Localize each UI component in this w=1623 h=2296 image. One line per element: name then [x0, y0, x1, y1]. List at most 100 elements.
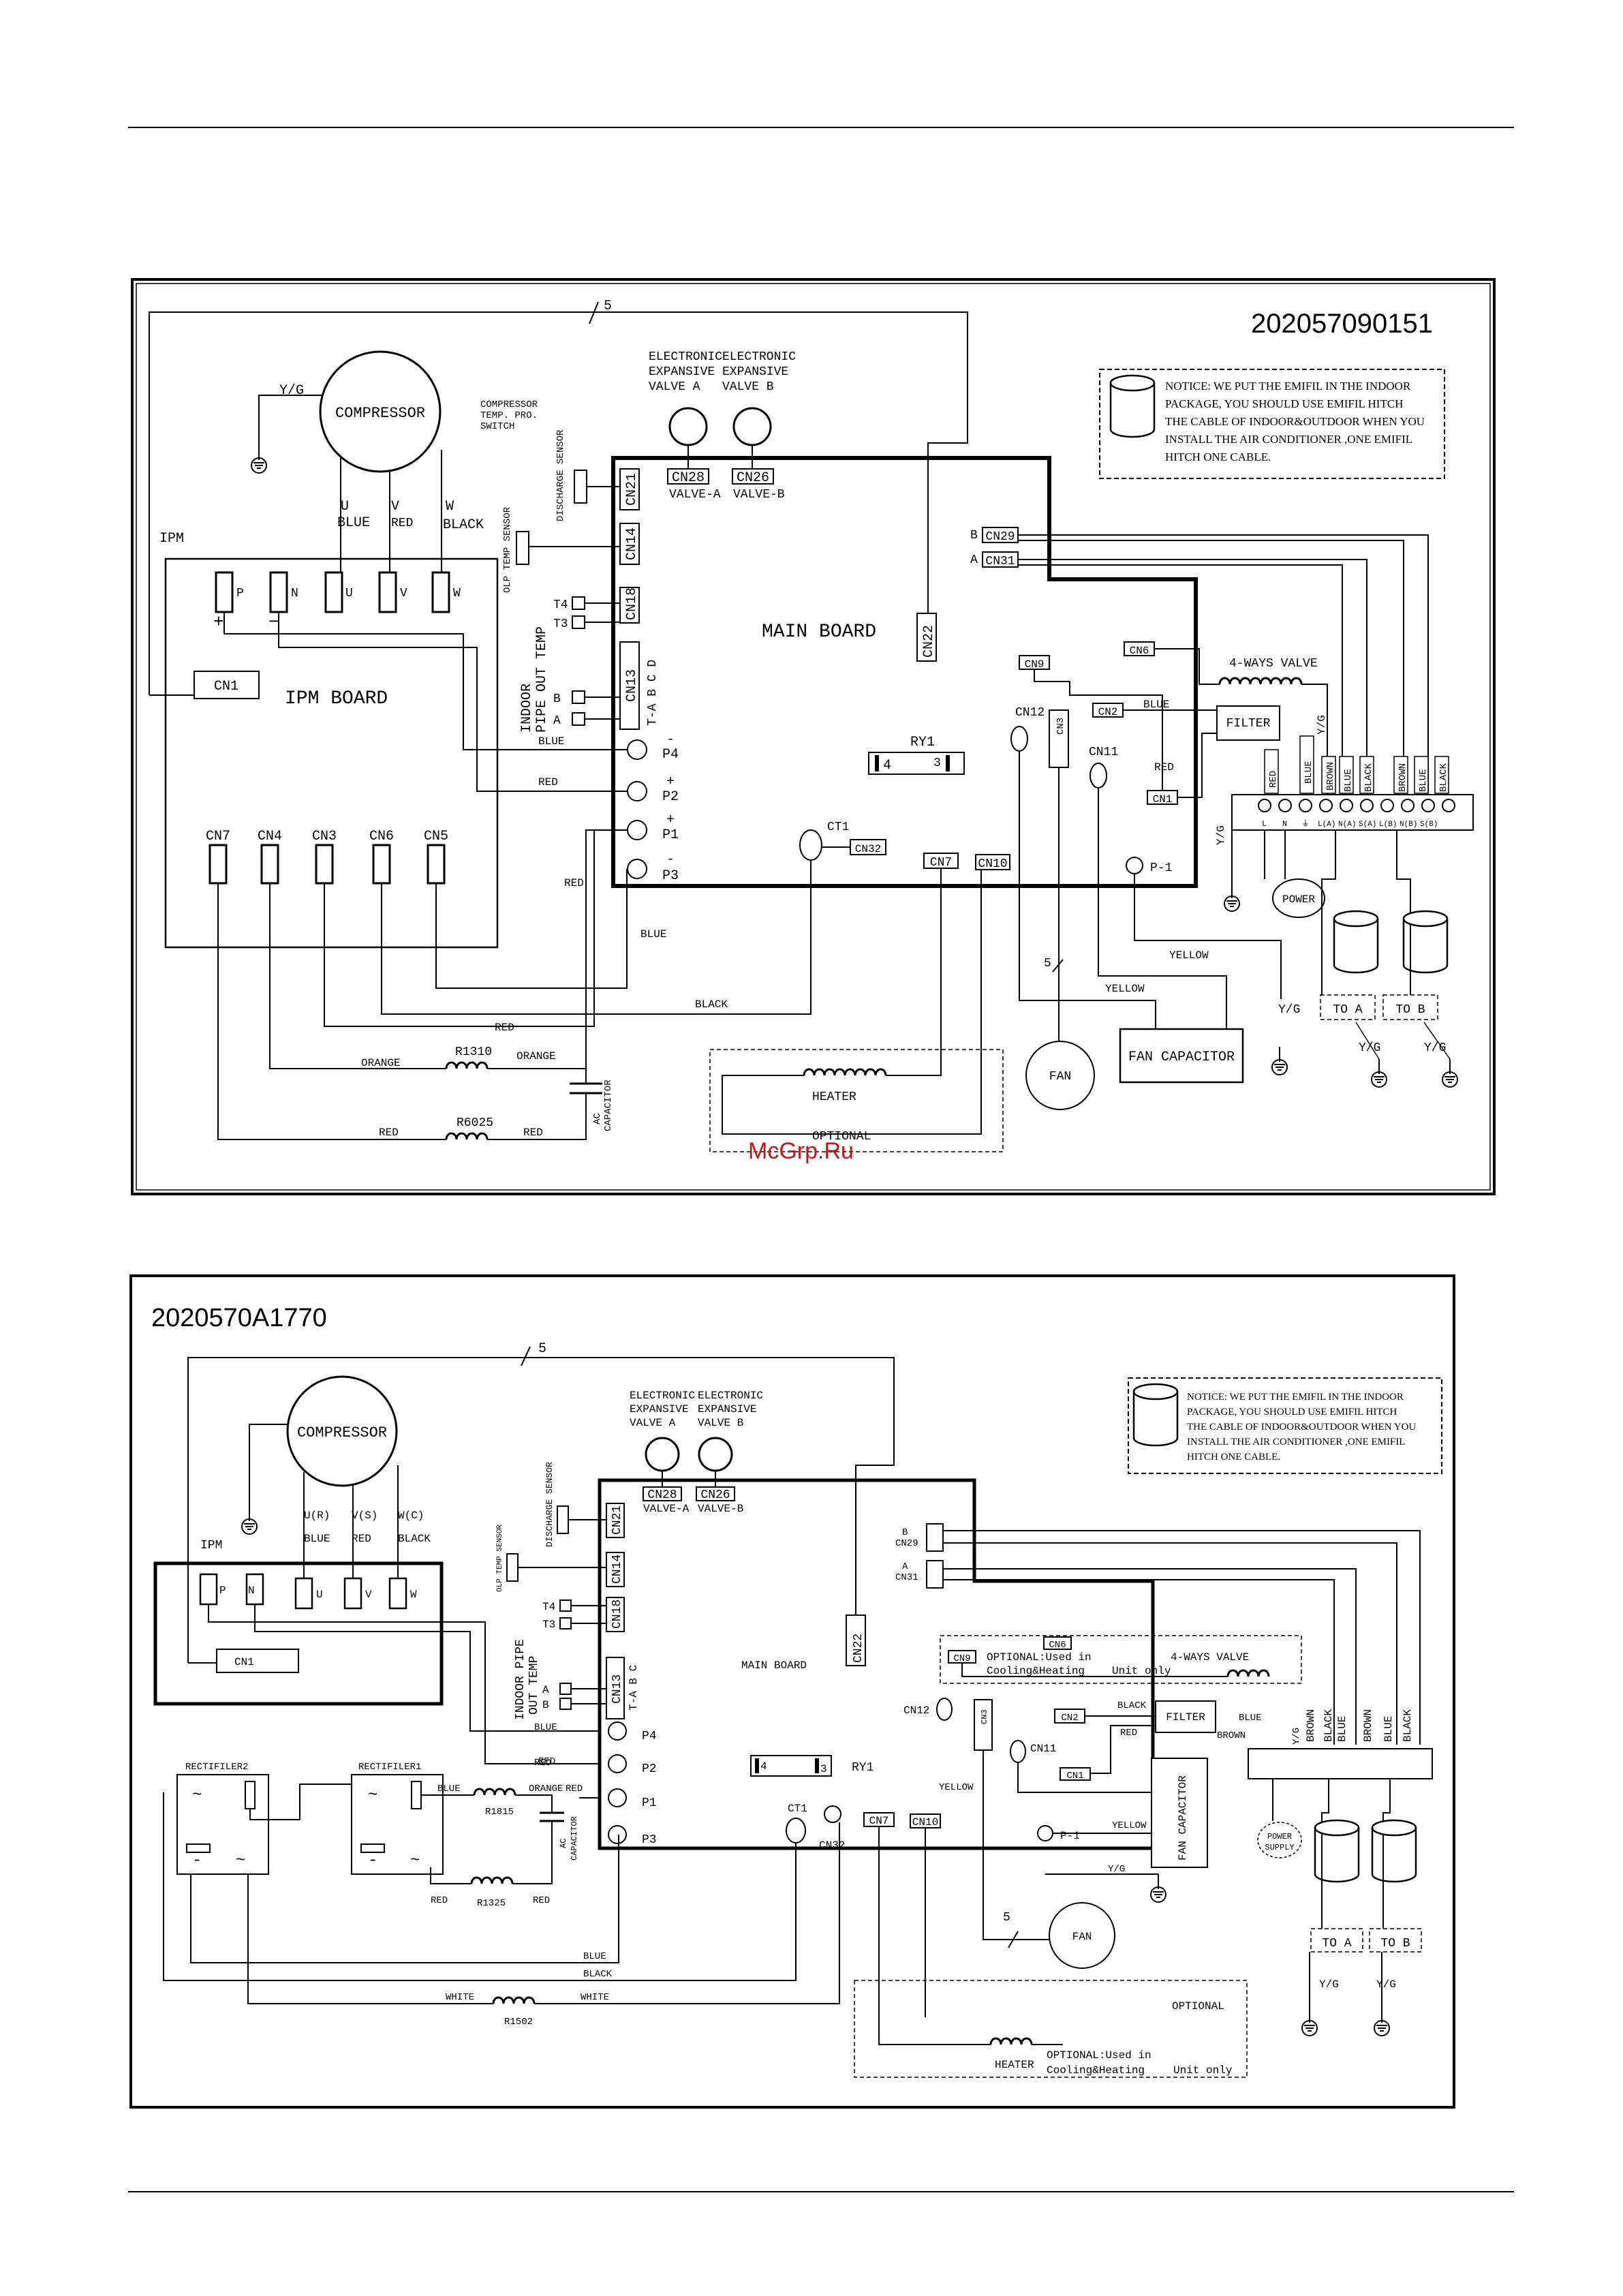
svg-text:VALVE-A: VALVE-A [669, 488, 721, 502]
ipm-label: IPM [159, 531, 184, 547]
fan [1025, 1041, 1095, 1110]
svg-text:RED: RED [533, 1895, 550, 1906]
svg-text:RECTIFILER2: RECTIFILER2 [185, 1762, 248, 1773]
svg-text:P2: P2 [642, 1762, 657, 1776]
compressor [286, 1375, 398, 1487]
svg-text:T4: T4 [553, 598, 568, 612]
svg-text:RED: RED [379, 1127, 399, 1139]
svg-text:BLUE: BLUE [304, 1533, 330, 1545]
svg-text:CN26: CN26 [700, 1488, 730, 1502]
svg-text:Unit only: Unit only [1112, 1665, 1171, 1677]
v-color: RED [391, 517, 413, 530]
svg-text:CN1: CN1 [1066, 1771, 1083, 1781]
svg-text:L(A): L(A) [1318, 821, 1335, 829]
svg-text:R1310: R1310 [455, 1045, 492, 1059]
svg-text:BLUE: BLUE [1382, 1716, 1395, 1742]
svg-text:4: 4 [883, 758, 891, 774]
svg-text:CN6: CN6 [369, 829, 394, 844]
svg-text:T3: T3 [542, 1619, 555, 1631]
svg-text:+: + [666, 774, 675, 790]
diagram-1-frame [131, 278, 1496, 1195]
svg-text:~: ~ [192, 1786, 202, 1805]
svg-text:CN2: CN2 [1061, 1713, 1078, 1724]
svg-text:CN3: CN3 [980, 1709, 989, 1724]
w-color: BLACK [443, 517, 484, 533]
svg-text:V(S): V(S) [352, 1510, 377, 1522]
svg-text:Y/G: Y/G [1424, 1041, 1446, 1055]
svg-text:RY1: RY1 [910, 735, 935, 750]
svg-text:CN3: CN3 [1055, 718, 1066, 735]
svg-text:P4: P4 [642, 1730, 657, 1743]
ipm-cn1 [194, 671, 260, 699]
svg-text:BLACK: BLACK [1402, 1709, 1414, 1742]
svg-text:CN6: CN6 [1130, 645, 1149, 657]
diagram-2: 2020570A1770 5 COMPRESSOR U(R) BLUE V(S)… [129, 1274, 1455, 2109]
svg-text:B: B [553, 692, 561, 706]
svg-text:RED: RED [538, 1756, 555, 1767]
svg-text:BLUE: BLUE [1343, 769, 1354, 792]
svg-text:N: N [291, 587, 298, 600]
diagram-1: 202057090151 5 COMPRESSOR COMPRESSOR TEM… [131, 278, 1496, 1195]
svg-text:R1815: R1815 [485, 1807, 514, 1818]
svg-text:CN9: CN9 [1025, 658, 1045, 671]
svg-text:Y/G: Y/G [1319, 1978, 1339, 1991]
svg-text:TO B: TO B [1395, 1003, 1425, 1017]
power-supply [1257, 1822, 1302, 1858]
svg-text:RED: RED [1268, 771, 1279, 788]
svg-text:V: V [400, 587, 407, 600]
svg-text:CN1: CN1 [214, 679, 238, 694]
svg-text:T-A B C D: T-A B C D [646, 660, 660, 726]
svg-text:W(C): W(C) [398, 1510, 424, 1522]
svg-text:OPTIONAL: OPTIONAL [812, 1130, 871, 1144]
svg-text:POWER: POWER [1267, 1832, 1292, 1841]
u-color: BLUE [337, 515, 370, 531]
svg-text:U: U [345, 587, 353, 600]
svg-text:RED: RED [352, 1533, 371, 1545]
svg-text:WHITE: WHITE [581, 1992, 609, 2003]
svg-text:ORANGE: ORANGE [361, 1057, 401, 1069]
board-p-terminals: - P4 + P2 + P1 - P3 [627, 732, 679, 884]
svg-text:N(B): N(B) [1400, 821, 1417, 829]
notice-text: NOTICE: WE PUT THE EMIFIL IN THE INDOOR … [1165, 380, 1427, 463]
svg-text:COMPRESSOR: COMPRESSOR [297, 1424, 387, 1441]
svg-text:CAPACITOR: CAPACITOR [603, 1080, 614, 1131]
svg-text:RED: RED [523, 1127, 543, 1139]
svg-text:A: A [553, 714, 561, 728]
svg-text:VALVE-A: VALVE-A [643, 1503, 690, 1515]
terminal-block: L N ⏚ L(A) N(A) S(A) L(B) N(B) S(B) [1231, 794, 1474, 831]
svg-text:P4: P4 [662, 747, 679, 763]
svg-text:Y/G: Y/G [1291, 1728, 1302, 1745]
main-board [598, 1478, 1155, 1850]
terminal-wire-labels: BROWN BLACK BLUE BROWN BLUE BLACK [1305, 1709, 1414, 1742]
rectifier-1 [351, 1774, 444, 1875]
svg-text:N: N [248, 1585, 255, 1597]
diagram-id: 202057090151 [1251, 309, 1433, 339]
svg-text:YELLOW: YELLOW [1112, 1820, 1147, 1831]
svg-text:Y/G: Y/G [1215, 825, 1227, 845]
svg-text:FILTER: FILTER [1166, 1711, 1205, 1724]
svg-text:BROWN: BROWN [1397, 763, 1408, 792]
notice-text: NOTICE: WE PUT THE EMIFIL IN THE INDOOR … [1187, 1392, 1419, 1463]
svg-text:CN29: CN29 [985, 530, 1015, 544]
svg-text:~: ~ [368, 1786, 377, 1805]
filter [1216, 705, 1280, 741]
svg-text:VALVE-B: VALVE-B [733, 488, 785, 502]
svg-text:4-WAYS VALVE: 4-WAYS VALVE [1171, 1651, 1249, 1664]
svg-text:Cooling&Heating: Cooling&Heating [1047, 2064, 1145, 2077]
svg-text:BROWN: BROWN [1305, 1709, 1317, 1742]
svg-text:Y/G: Y/G [1278, 1003, 1300, 1017]
svg-text:BLUE: BLUE [437, 1784, 461, 1794]
svg-text:CN29: CN29 [895, 1538, 918, 1549]
notice-box [1099, 369, 1445, 479]
compressor [319, 350, 442, 473]
svg-text:4: 4 [760, 1760, 767, 1773]
svg-text:S(B): S(B) [1420, 821, 1438, 829]
svg-text:S(A): S(A) [1359, 821, 1376, 829]
svg-text:5: 5 [1044, 957, 1051, 970]
svg-text:B: B [970, 529, 978, 542]
svg-text:B: B [542, 1699, 549, 1711]
svg-text:R1325: R1325 [477, 1898, 506, 1909]
svg-text:INDOOR: INDOOR [519, 684, 535, 733]
v-label: V [391, 499, 399, 515]
svg-text:CN32: CN32 [819, 1839, 845, 1852]
